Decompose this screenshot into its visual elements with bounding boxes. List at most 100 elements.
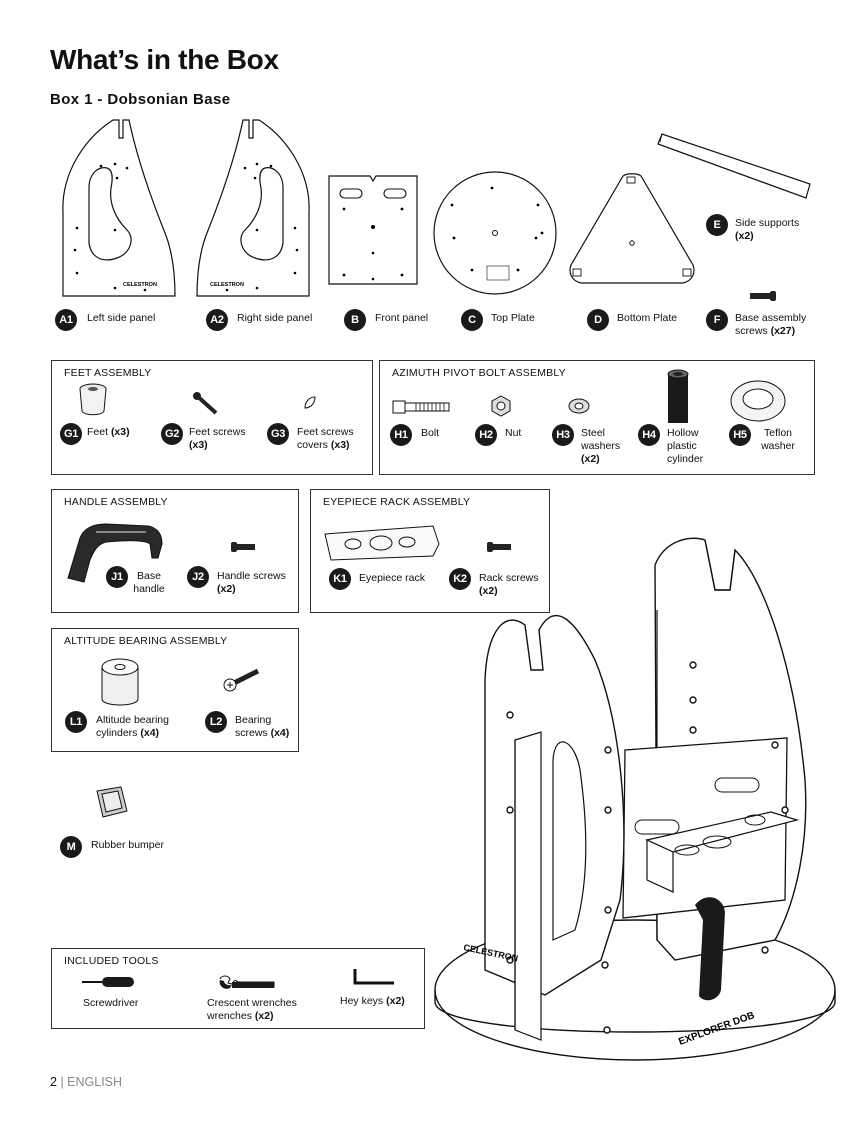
altitude-cylinders-text: Altitude bearing cylinders [96,714,169,739]
badge-h3: H3 [552,424,574,446]
feet-screw-covers-qty: (x3) [330,439,350,451]
label-handle-screws: Handle screws (x2) [217,570,287,596]
altitude-cylinders-qty: (x4) [140,727,160,739]
hey-keys-text: Hey keys [340,995,384,1007]
bearing-screws-text: Bearing screws [235,714,272,739]
hey-keys-qty: (x2) [386,995,405,1007]
wrenches-qty: (x2) [254,1010,274,1022]
badge-a2: A2 [206,309,228,331]
label-feet-screw-covers: Feet screws covers (x3) [297,426,367,452]
badge-l2: L2 [205,711,227,733]
bearing-screws-qty: (x4) [270,727,290,739]
label-eyepiece-rack: Eyepiece rack [359,572,425,584]
handle-assembly-box: HANDLE ASSEMBLY J1 Base handle J2 Handle… [51,489,299,613]
side-support-drawing [657,133,811,199]
badge-m: M [60,836,82,858]
badge-g1: G1 [60,423,82,445]
handle-screws-qty: (x2) [217,583,236,595]
badge-h2: H2 [475,424,497,446]
feet-assembly-title: FEET ASSEMBLY [64,367,152,379]
tools-box: INCLUDED TOOLS Screwdriver Crescent wren… [51,948,425,1029]
right-side-panel-drawing: CELESTRON [196,119,310,297]
bearing-screw-drawing [223,668,260,692]
badge-k1: K1 [329,568,351,590]
hex-key-drawing [353,969,394,985]
screwdriver-drawing [82,977,134,987]
badge-h5: H5 [729,424,751,446]
badge-h1: H1 [390,424,412,446]
feet-assembly-box: FEET ASSEMBLY G1 Feet (x3) G2 Feet screw… [51,360,373,475]
bottom-plate-drawing [569,173,695,284]
label-steel-washers: Steel washers (x2) [581,427,626,466]
badge-l1: L1 [65,711,87,733]
altitude-assembly-box: ALTITUDE BEARING ASSEMBLY L1 Altitude be… [51,628,299,752]
label-base-handle: Base handle [133,570,165,595]
page-title: What’s in the Box [50,44,279,75]
tools-title: INCLUDED TOOLS [64,955,159,967]
hollow-cylinder-drawing [667,369,689,423]
feet-text: Feet [87,426,109,438]
rack-screws-qty: (x2) [479,585,498,597]
feet-qty: (x3) [110,426,130,438]
label-bottom-plate: Bottom Plate [617,312,678,324]
label-top-plate: Top Plate [491,312,535,324]
rubber-bumper-drawing [96,786,128,818]
handle-assembly-title: HANDLE ASSEMBLY [64,496,168,508]
rack-screws-text: Rack screws [479,572,539,584]
badge-c: C [461,309,483,331]
label-right-side-panel: Right side panel [237,312,313,324]
azimuth-assembly-title: AZIMUTH PIVOT BOLT ASSEMBLY [392,367,566,379]
label-screwdriver: Screwdriver [83,997,139,1009]
right-panel-brand: CELESTRON [210,282,244,288]
steel-washers-text: Steel washers [581,427,621,452]
label-nut: Nut [505,427,522,439]
page-footer: 2 | ENGLISH [50,1075,123,1089]
footer-language: ENGLISH [67,1075,123,1089]
base-screws-qty: (x27) [770,325,796,337]
foot-drawing [79,383,107,416]
label-left-side-panel: Left side panel [87,312,156,324]
bolt-drawing [392,400,450,414]
badge-j1: J1 [106,566,128,588]
feet-screw-drawing [193,392,218,415]
badge-a1: A1 [55,309,77,331]
label-side-supports: Side supports (x2) [735,217,815,243]
badge-f: F [706,309,728,331]
badge-g2: G2 [161,423,183,445]
label-base-screws: Base assembly screws (x27) [735,312,815,338]
label-feet-screws: Feet screws (x3) [189,426,249,452]
base-handle-drawing [67,523,163,583]
label-teflon-washer: Teflon washer [761,427,795,452]
rack-screw-drawing [487,542,511,552]
screw-cover-drawing [304,396,316,409]
box-subtitle: Box 1 - Dobsonian Base [50,91,231,108]
badge-d: D [587,309,609,331]
label-wrenches: Crescent wrenches wrenches (x2) [207,997,297,1022]
feet-screws-text: Feet screws [189,426,246,438]
feet-screws-qty: (x3) [189,439,208,451]
handle-screws-text: Handle screws [217,570,286,582]
side-supports-qty: (x2) [735,230,754,242]
label-feet: Feet (x3) [87,426,130,439]
altitude-assembly-title: ALTITUDE BEARING ASSEMBLY [64,635,228,647]
side-supports-text: Side supports [735,217,800,229]
label-hey-keys: Hey keys (x2) [340,995,405,1008]
feet-screw-covers-text: Feet screws covers [297,426,354,451]
eyepiece-assembly-title: EYEPIECE RACK ASSEMBLY [323,496,471,508]
left-side-panel-drawing: CELESTRON [62,119,176,297]
label-hollow-cylinder: Hollow plastic cylinder [667,427,704,465]
label-front-panel: Front panel [375,312,429,324]
front-panel-drawing [328,175,418,285]
label-bearing-screws: Bearing screws (x4) [235,714,297,740]
badge-g3: G3 [267,423,289,445]
azimuth-assembly-box: AZIMUTH PIVOT BOLT ASSEMBLY H1 Bolt H2 N… [379,360,815,475]
eyepiece-assembly-box: EYEPIECE RACK ASSEMBLY K1 Eyepiece rack … [310,489,550,613]
wrenches-text: Crescent wrenches [207,997,297,1009]
steel-washer-drawing [568,398,590,414]
badge-b: B [344,309,366,331]
wrench-drawing [219,975,275,989]
badge-h4: H4 [638,424,660,446]
page-number: 2 [50,1075,57,1089]
base-screws-text: Base assembly screws [735,312,807,337]
label-bolt: Bolt [421,427,440,439]
